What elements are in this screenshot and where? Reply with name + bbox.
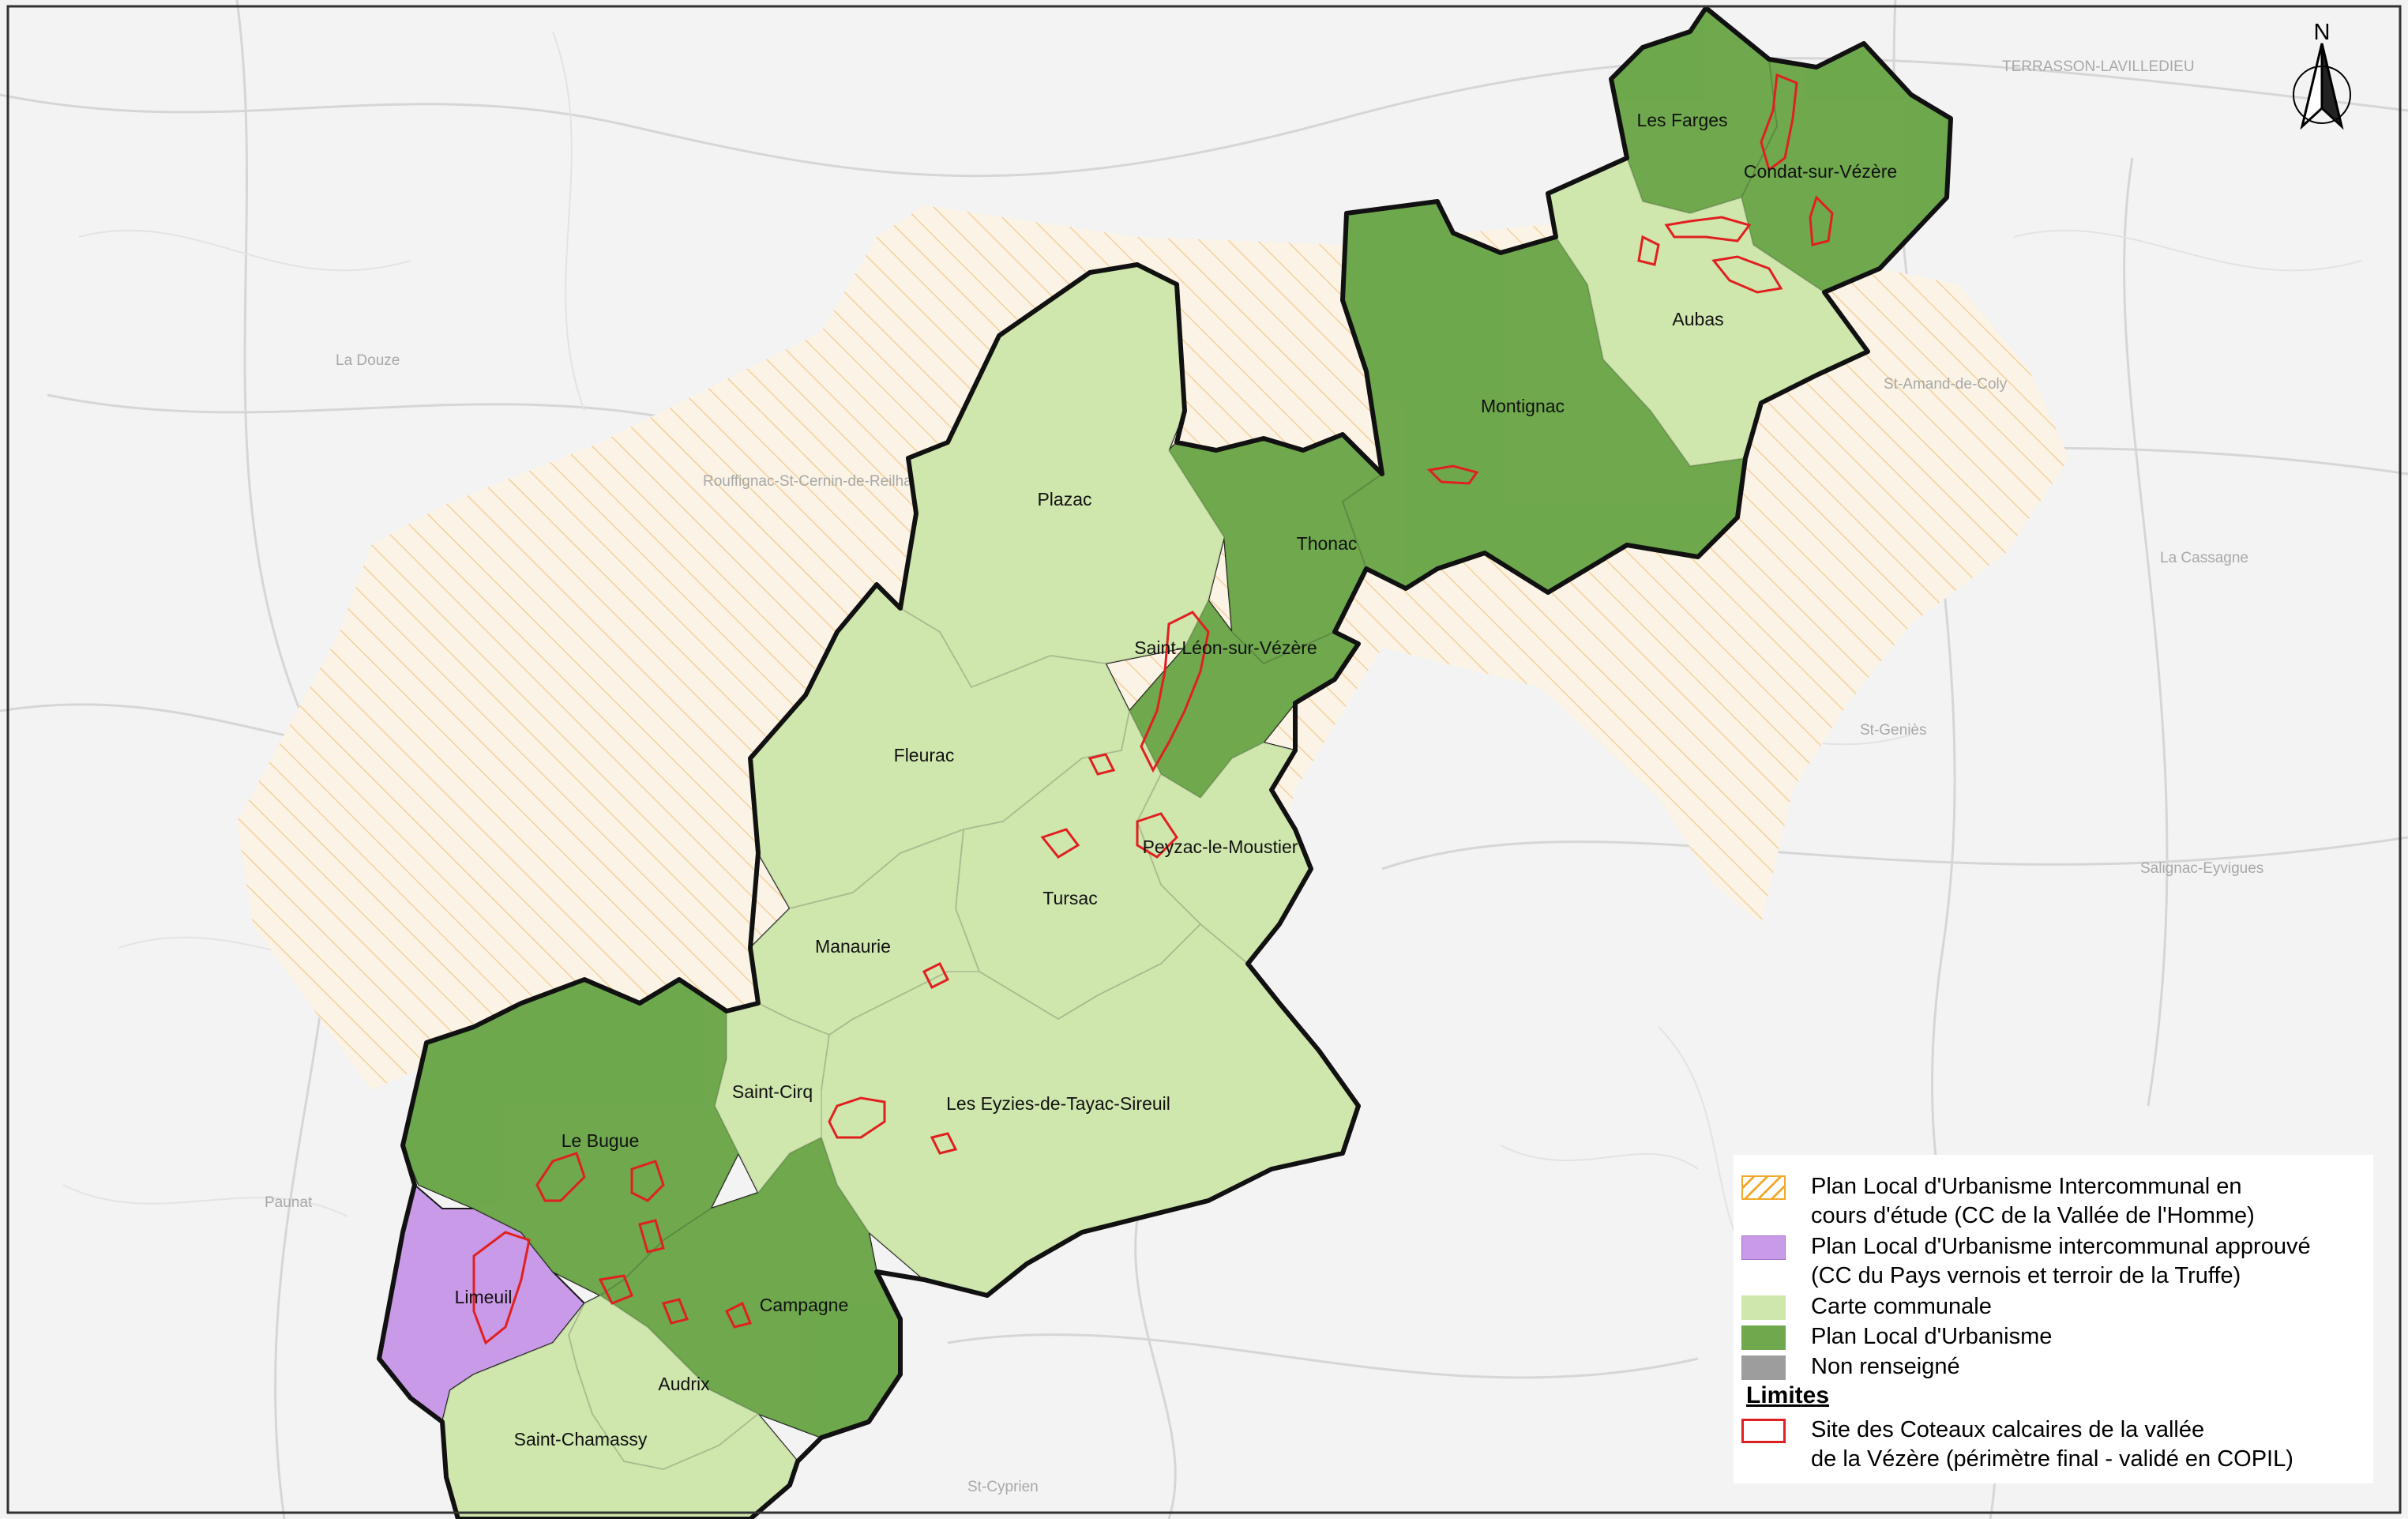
commune-label-limeuil: Limeuil bbox=[455, 1287, 513, 1307]
legend-label-plui-approuve: Plan Local d'Urbanisme intercommunal app… bbox=[1811, 1234, 2311, 1288]
commune-label-condat: Condat-sur-Vézère bbox=[1744, 161, 1897, 182]
legend: Plan Local d'Urbanisme Intercommunal en … bbox=[1734, 1155, 2373, 1483]
commune-label-les-farges: Les Farges bbox=[1636, 110, 1727, 130]
north-arrow-icon bbox=[2293, 43, 2351, 130]
commune-label-fleurac: Fleurac bbox=[894, 745, 955, 765]
place-label: St-Amand-de-Coly bbox=[1884, 376, 2008, 393]
legend-label-plui-etude: Plan Local d'Urbanisme Intercommunal en … bbox=[1811, 1174, 2255, 1228]
place-label: St-Cyprien bbox=[967, 1479, 1039, 1495]
legend-item-site: Site des Coteaux calcaires de la vallée … bbox=[1741, 1416, 2364, 1474]
commune-label-campagne: Campagne bbox=[760, 1295, 849, 1315]
place-label: La Cassagne bbox=[2160, 550, 2248, 566]
legend-label-carte-communale: Carte communale bbox=[1811, 1294, 1992, 1319]
swatch-non-renseigne bbox=[1741, 1355, 1786, 1380]
commune-label-aubas: Aubas bbox=[1672, 309, 1723, 329]
commune-label-audrix: Audrix bbox=[658, 1374, 710, 1394]
commune-label-les-eyzies: Les Eyzies-de-Tayac-Sireuil bbox=[946, 1093, 1170, 1114]
study-area-outline bbox=[377, 6, 1953, 1519]
commune-label-saint-cirq: Saint-Cirq bbox=[732, 1081, 813, 1102]
legend-item-non-renseigne: Non renseigné bbox=[1741, 1352, 2364, 1382]
legend-label-site: Site des Coteaux calcaires de la vallée … bbox=[1811, 1417, 2293, 1472]
commune-labels: Les Farges Condat-sur-Vézère Aubas Monti… bbox=[455, 110, 1898, 1449]
commune-label-le-bugue: Le Bugue bbox=[562, 1130, 639, 1151]
commune-label-peyzac: Peyzac-le-Moustier bbox=[1143, 837, 1298, 857]
place-label: St-Geniès bbox=[1860, 722, 1926, 739]
place-label: Paunat bbox=[265, 1194, 313, 1211]
place-label: Salignac-Eyvigues bbox=[2140, 860, 2263, 877]
legend-label-plu: Plan Local d'Urbanisme bbox=[1811, 1324, 2053, 1349]
place-label: TERRASSON-LAVILLEDIEU bbox=[2002, 58, 2195, 75]
swatch-plu bbox=[1741, 1325, 1786, 1350]
commune-label-manaurie: Manaurie bbox=[815, 936, 891, 957]
place-label: Rouffignac-St-Cernin-de-Reilhac bbox=[703, 473, 919, 490]
commune-label-saint-chamassy: Saint-Chamassy bbox=[514, 1429, 648, 1449]
legend-item-plui-approuve: Plan Local d'Urbanisme intercommunal app… bbox=[1741, 1232, 2364, 1291]
place-label: La Douze bbox=[336, 352, 400, 369]
swatch-site bbox=[1741, 1419, 1786, 1443]
north-label: N bbox=[2313, 20, 2331, 45]
legend-label-non-renseigne: Non renseigné bbox=[1811, 1354, 1960, 1379]
commune-label-thonac: Thonac bbox=[1297, 533, 1358, 554]
commune-label-tursac: Tursac bbox=[1042, 888, 1097, 908]
site-coteaux-perimeters bbox=[472, 73, 1834, 1345]
north-arrow: N bbox=[2278, 20, 2365, 138]
legend-item-plu: Plan Local d'Urbanisme bbox=[1741, 1322, 2364, 1352]
legend-item-carte-communale: Carte communale bbox=[1741, 1292, 2364, 1322]
commune-label-saint-leon: Saint-Léon-sur-Vézère bbox=[1134, 637, 1317, 658]
commune-label-plazac: Plazac bbox=[1037, 489, 1091, 509]
swatch-plui-approuve bbox=[1741, 1235, 1786, 1260]
commune-label-montignac: Montignac bbox=[1481, 396, 1565, 416]
swatch-plui-etude bbox=[1741, 1175, 1786, 1200]
background-place-labels: TERRASSON-LAVILLEDIEU Rouffignac-St-Cern… bbox=[265, 58, 2263, 1495]
legend-item-plui-etude: Plan Local d'Urbanisme Intercommunal en … bbox=[1741, 1172, 2364, 1231]
legend-limits-heading: Limites bbox=[1746, 1382, 1830, 1408]
swatch-carte-communale bbox=[1741, 1295, 1786, 1320]
map-frame bbox=[6, 5, 2402, 1514]
